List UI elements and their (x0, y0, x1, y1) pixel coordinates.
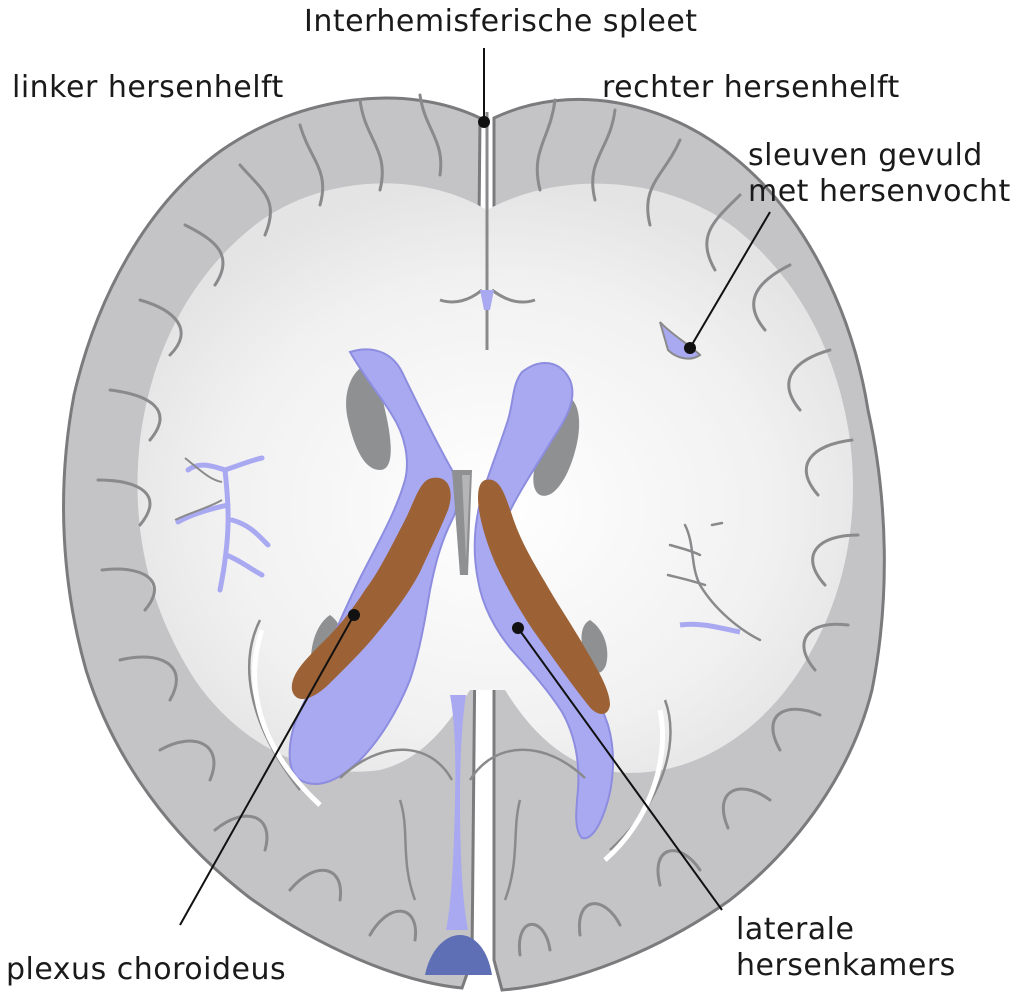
label-left-hemisphere: linker hersenhelft (12, 70, 284, 106)
dot-fissure (478, 116, 490, 128)
label-choroid-plexus: plexus choroideus (6, 952, 286, 988)
label-lateral-ventricles: laterale hersenkamers (736, 912, 956, 984)
label-sulci-line1: sleuven gevuld (748, 138, 1011, 174)
label-right-hemisphere: rechter hersenhelft (602, 70, 900, 106)
dot-plexus (348, 609, 360, 621)
dot-ventricles (512, 622, 524, 634)
label-interhemispheric-fissure: Interhemisferische spleet (304, 4, 698, 40)
label-sulci-line2: met hersenvocht (748, 174, 1011, 210)
label-sulci-csf: sleuven gevuld met hersenvocht (748, 138, 1011, 210)
label-ventricles-line2: hersenkamers (736, 948, 956, 984)
label-ventricles-line1: laterale (736, 912, 956, 948)
dot-sulci (684, 342, 696, 354)
